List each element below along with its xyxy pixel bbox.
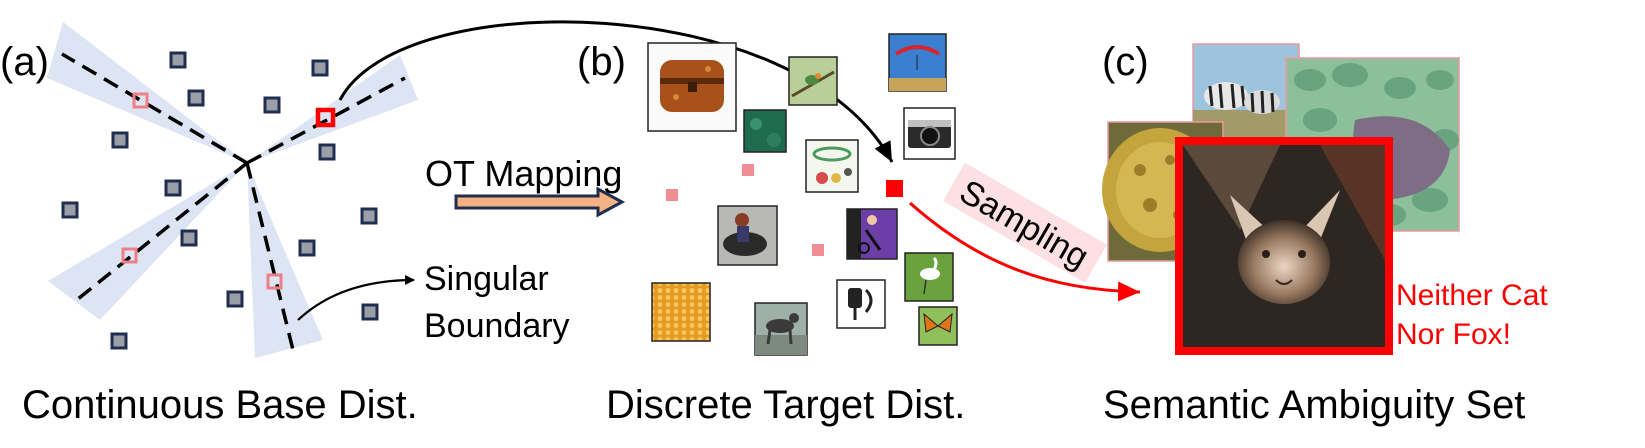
thumbnail-camera — [903, 107, 956, 160]
base-sample — [263, 96, 281, 114]
base-sample — [164, 179, 182, 197]
base-sample — [61, 201, 79, 219]
base-sample — [187, 89, 205, 107]
target-pink-samples — [666, 164, 903, 256]
target-sample — [812, 244, 824, 256]
panel-b-letter: (b) — [577, 40, 626, 84]
panel-a: (a) — [0, 22, 570, 427]
thumbnail-person-on-machine — [846, 208, 898, 260]
thumbnail-treasure-chest — [647, 42, 737, 132]
thumbnail-underwater-scene — [743, 109, 787, 153]
boundary-sample — [266, 273, 283, 290]
boundary-label-line2: Boundary — [424, 307, 570, 345]
boundary-pointer-arrow — [297, 275, 415, 321]
boundary-line-3 — [71, 161, 249, 305]
boundary-line-2 — [246, 76, 406, 165]
boundary-label-line1: Singular — [424, 260, 549, 298]
thumbnail-honeycomb — [651, 282, 711, 342]
target-selected-sample — [886, 180, 903, 197]
cone-lower — [247, 163, 323, 358]
ambiguity-label-line1: Neither Cat — [1396, 279, 1548, 312]
panel-a-letter: (a) — [0, 40, 49, 84]
base-sample — [311, 59, 329, 77]
base-sample — [180, 229, 198, 247]
boundary-sample — [121, 247, 138, 264]
base-sample — [110, 332, 128, 350]
target-sample — [742, 164, 754, 176]
sampling-arrow-path — [909, 201, 1141, 302]
thumbnail-egret — [904, 252, 954, 302]
boundary-line-1 — [61, 52, 248, 165]
base-sample — [169, 51, 187, 69]
ot-mapping-arrow: OT Mapping — [425, 153, 626, 218]
thumbnail-person-with-dog — [717, 205, 778, 266]
sampling-label: Sampling — [953, 173, 1095, 277]
selected-boundary-sample — [315, 107, 336, 128]
panel-c: (c) — [1102, 40, 1548, 427]
ot-mapping-label: OT Mapping — [425, 153, 622, 194]
thumbnail-spotlight — [836, 279, 886, 329]
panel-b: (b) — [577, 33, 965, 427]
boundary-samples — [121, 92, 336, 290]
thumbnail-dog-on-rocks — [754, 302, 808, 356]
ambiguity-label-line2: Nor Fox! — [1396, 318, 1511, 351]
base-sample — [226, 290, 244, 308]
boundary-sample — [132, 92, 149, 109]
thumbnail-circular-objects — [805, 139, 859, 193]
boundary-line-4 — [245, 162, 295, 351]
ot-arrow-shape — [454, 186, 626, 218]
target-sample — [666, 189, 678, 201]
panel-c-caption: Semantic Ambiguity Set — [1103, 383, 1525, 427]
panel-b-caption: Discrete Target Dist. — [606, 383, 965, 427]
base-sample — [111, 131, 129, 149]
base-samples — [61, 51, 379, 350]
base-sample — [298, 239, 316, 257]
thumbnail-cat-fox-blend — [1175, 137, 1393, 355]
panel-a-caption: Continuous Base Dist. — [22, 383, 418, 427]
panel-c-letter: (c) — [1102, 40, 1149, 84]
thumbnail-monarch-butterfly — [918, 306, 958, 346]
sampling-label-bg — [942, 162, 1108, 283]
base-sample — [361, 303, 379, 321]
base-sample — [360, 207, 378, 225]
boundary-dashed-lines — [61, 52, 406, 351]
base-sample — [318, 143, 336, 161]
thumbnail-bird-on-branch — [788, 56, 838, 106]
thumbnail-paraglider — [888, 33, 947, 92]
